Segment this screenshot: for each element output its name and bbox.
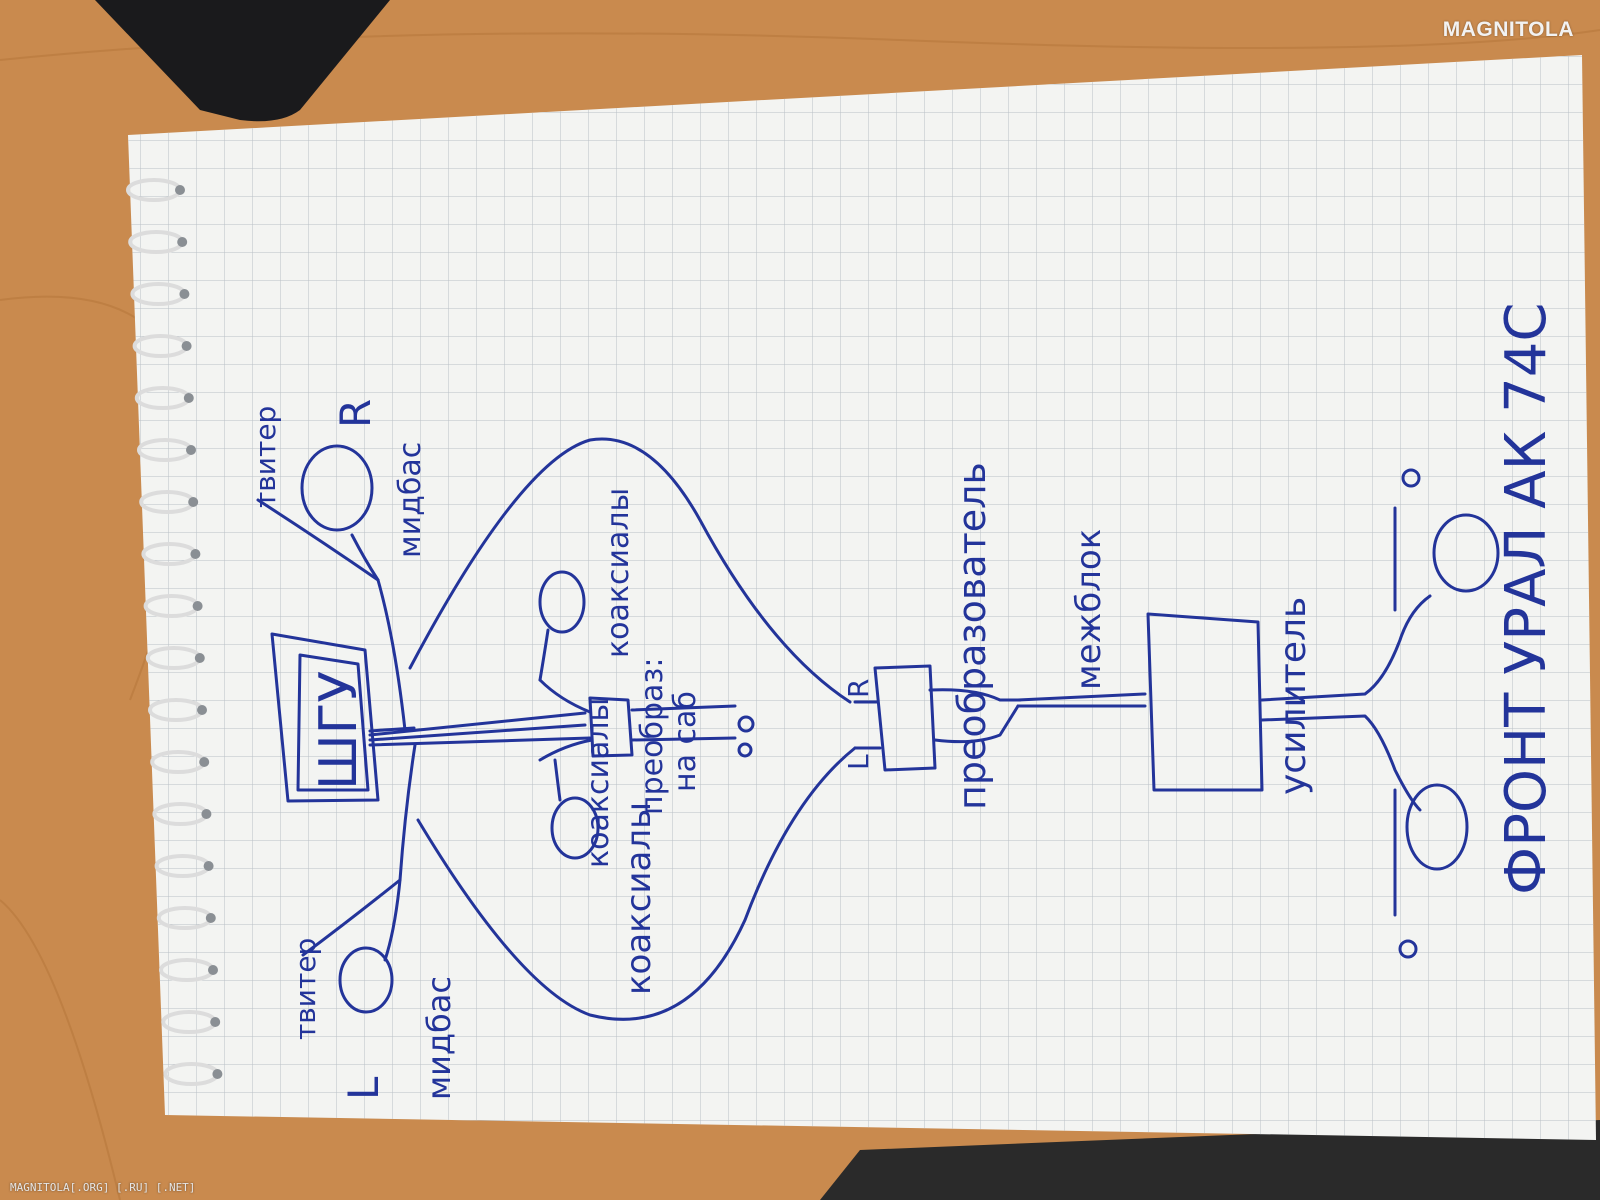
midbass-left-circle — [338, 946, 394, 1014]
speaker-circles — [300, 444, 1500, 1014]
label-amp-r: R — [842, 679, 875, 698]
head-unit-box — [270, 632, 380, 803]
label-coax-big: коаксиалы — [619, 802, 659, 995]
sub-output-dot — [737, 715, 755, 733]
phone-corner — [95, 0, 390, 122]
label-converter-small-sub: на саб — [668, 691, 703, 792]
spiral-hole — [210, 1017, 221, 1027]
label-channel-right: R — [331, 399, 380, 428]
front-right-tweeter-dot — [1401, 468, 1421, 488]
front-left-circle — [1405, 783, 1469, 871]
spiral-hole — [183, 393, 194, 403]
spiral-hole — [212, 1069, 223, 1079]
label-midbass-left: мидбас — [420, 976, 458, 1100]
sub-output-dot — [737, 742, 753, 758]
spiral-binding — [126, 178, 223, 1086]
small-converter-box — [588, 696, 634, 758]
label-converter: преобразователь — [950, 462, 994, 810]
label-front-speakers: ФРОНТ УРАЛ АК 74С — [1494, 302, 1559, 895]
label-coax-lower: коаксиалы — [581, 698, 616, 868]
head-unit-inner-box — [296, 653, 370, 792]
wiring-lines — [256, 437, 1432, 1021]
label-channel-left: L — [339, 1076, 388, 1100]
dark-object — [820, 1120, 1600, 1200]
spiral-hole — [181, 341, 192, 351]
label-tweeter-left: твитер — [289, 938, 322, 1040]
spiral-hole — [179, 289, 190, 299]
spiral-hole — [208, 965, 218, 975]
spiral-hole — [199, 757, 210, 767]
label-coax-upper: коаксиалы — [601, 488, 636, 658]
watermark-footer: MAGNITOLA[.ORG] [.RU] [.NET] — [10, 1181, 196, 1194]
spiral-hole — [175, 185, 185, 195]
label-interblock: межблок — [1069, 529, 1109, 690]
watermark-logo: MAGNITOLA — [1442, 18, 1574, 41]
front-left-tweeter-dot — [1398, 939, 1418, 959]
spiral-hole — [186, 445, 196, 455]
midbass-right-circle — [300, 444, 374, 532]
notebook-page — [128, 55, 1596, 1140]
converter-box — [873, 664, 937, 772]
spiral-hole — [197, 705, 207, 715]
label-tweeter-right: твитер — [249, 406, 282, 508]
spiral-hole — [203, 861, 214, 871]
label-midbass-right: мидбас — [393, 442, 428, 558]
label-amplifier: усилитель — [1273, 597, 1314, 795]
label-amp-l: L — [842, 754, 875, 770]
spiral-hole — [190, 549, 201, 559]
spiral-hole — [177, 237, 188, 247]
label-converter-small: преобраз: — [635, 658, 670, 815]
coax-upper-circle — [538, 570, 586, 634]
amplifier-box — [1146, 612, 1264, 792]
coax-lower-circle — [550, 796, 600, 860]
spiral-hole — [192, 601, 203, 611]
spiral-hole — [188, 497, 199, 507]
head-unit-label: ШГУ — [309, 671, 369, 790]
front-right-circle — [1432, 513, 1500, 593]
spiral-hole — [205, 913, 216, 923]
spiral-hole — [194, 653, 205, 663]
spiral-hole — [201, 809, 212, 819]
